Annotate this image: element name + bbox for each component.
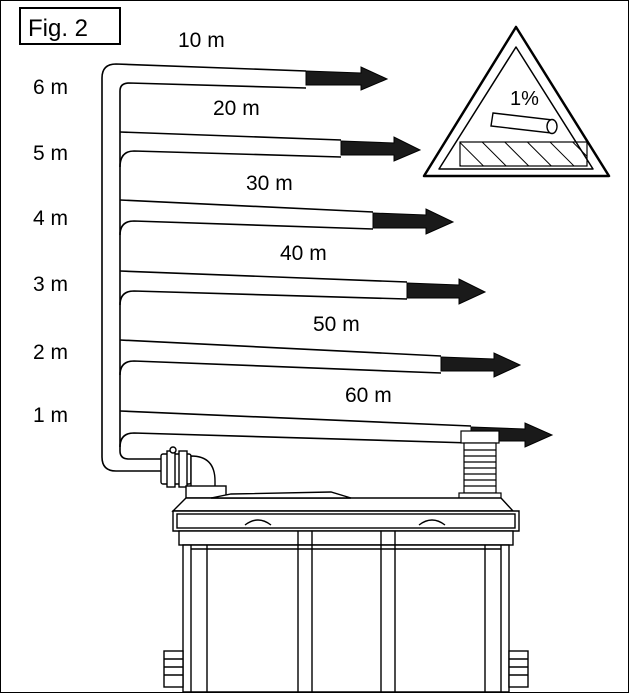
sloped-pipe-icon bbox=[490, 112, 558, 135]
pipe-route-10m-inner bbox=[119, 82, 307, 460]
pipe-route-30m-return bbox=[119, 220, 374, 236]
length-label-50m: 50 m bbox=[313, 313, 360, 336]
inlet-elbow-connector bbox=[160, 446, 227, 499]
length-label-30m: 30 m bbox=[246, 172, 293, 195]
figure-label-text: Fig. 2 bbox=[28, 15, 88, 42]
pipe-route-30m bbox=[119, 199, 374, 213]
pipe-route-60m-return bbox=[119, 432, 472, 448]
slope-percentage-label: 1% bbox=[510, 88, 539, 110]
arrow-40m-icon bbox=[406, 278, 487, 305]
height-labels: 6 m 5 m 4 m 3 m 2 m 1 m bbox=[33, 76, 68, 427]
length-label-10m: 10 m bbox=[178, 29, 225, 52]
pipe-route-10m bbox=[101, 63, 307, 472]
length-label-40m: 40 m bbox=[280, 242, 327, 265]
height-label-4m: 4 m bbox=[33, 207, 68, 230]
height-label-2m: 2 m bbox=[33, 341, 68, 364]
pipe-route-40m-return bbox=[119, 290, 408, 306]
pipe-route-50m-return bbox=[119, 360, 442, 376]
arrow-20m-icon bbox=[340, 136, 422, 162]
outlet-vent-column bbox=[458, 430, 502, 502]
pipe-routes bbox=[101, 63, 472, 472]
pipe-route-40m bbox=[119, 270, 408, 283]
pipe-route-20m-return bbox=[119, 150, 342, 168]
arrow-10m-icon bbox=[305, 66, 389, 91]
height-label-3m: 3 m bbox=[33, 273, 68, 296]
pump-tank-unit bbox=[163, 491, 529, 692]
arrow-30m-icon bbox=[372, 208, 455, 235]
arrow-50m-icon bbox=[440, 352, 522, 378]
height-label-5m: 5 m bbox=[33, 142, 68, 165]
length-labels: 10 m 20 m 30 m 40 m 50 m 60 m bbox=[178, 29, 392, 407]
pipe-route-50m bbox=[119, 339, 442, 357]
slope-warning-triangle-icon: 1% bbox=[422, 25, 611, 178]
length-label-60m: 60 m bbox=[345, 384, 392, 407]
length-label-20m: 20 m bbox=[213, 97, 260, 120]
height-label-1m: 1 m bbox=[33, 404, 68, 427]
pipe-route-60m bbox=[119, 410, 472, 427]
figure-label: Fig. 2 bbox=[19, 7, 121, 45]
height-label-6m: 6 m bbox=[33, 76, 68, 99]
pipe-route-20m bbox=[119, 131, 342, 141]
